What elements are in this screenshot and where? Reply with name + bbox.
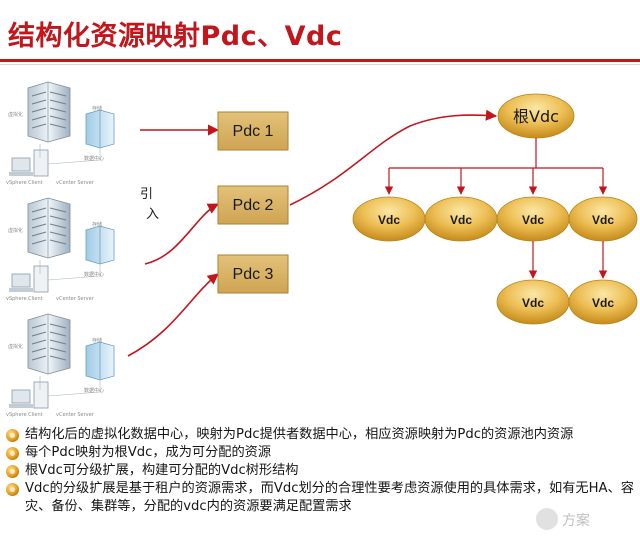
dc-label-c: 存储 bbox=[92, 337, 102, 344]
server-rack-icon bbox=[27, 313, 71, 375]
dc-footer: vSphere Client bbox=[6, 180, 43, 186]
dc-label-c: 存储 bbox=[92, 221, 102, 228]
gold-circle-bullet-icon bbox=[6, 465, 19, 478]
bullet-text: 根Vdc可分级扩展，构建可分配的Vdc树形结构 bbox=[25, 463, 299, 478]
vdc-label: Vdc bbox=[522, 296, 544, 310]
dc-label-b: 数据中心 bbox=[84, 155, 104, 162]
pdc-box-2: Pdc 2 bbox=[217, 185, 289, 225]
dc-label-a: 虚拟化 bbox=[8, 227, 23, 234]
vdc-node-row1-2: Vdc bbox=[424, 196, 498, 242]
storage-array-icon bbox=[85, 225, 115, 265]
root-vdc-node: 根Vdc bbox=[497, 93, 575, 139]
vdc-label: Vdc bbox=[592, 213, 614, 227]
intro-label-2: 入 bbox=[146, 207, 159, 222]
pdc-box-label: Pdc 3 bbox=[233, 266, 274, 283]
vdc-node-row1-1: Vdc bbox=[352, 196, 426, 242]
tree-connector-root bbox=[389, 138, 603, 169]
dc-label-c: 存储 bbox=[92, 105, 102, 112]
gold-circle-bullet-icon bbox=[6, 429, 19, 442]
dc-footer2: vCenter Server bbox=[56, 412, 95, 418]
dc-label-a: 虚拟化 bbox=[8, 111, 23, 118]
pdc-box-1: Pdc 1 bbox=[217, 111, 289, 151]
title-underline bbox=[0, 59, 640, 62]
vdc-label: Vdc bbox=[522, 213, 544, 227]
dc-footer: vSphere Client bbox=[6, 412, 43, 418]
bullet-item: 每个Pdc映射为根Vdc，成为可分配的资源 bbox=[6, 444, 636, 462]
gold-circle-bullet-icon bbox=[6, 483, 19, 496]
bullet-item: 结构化后的虚拟化数据中心，映射为Pdc提供者数据中心，相应资源映射为Pdc的资源… bbox=[6, 426, 636, 444]
dc-label-a: 虚拟化 bbox=[8, 343, 23, 350]
pdc-box-label: Pdc 2 bbox=[233, 197, 274, 214]
vdc-node-row2-2: Vdc bbox=[568, 279, 638, 325]
dc-footer: vSphere Client bbox=[6, 296, 43, 302]
dc-footer2: vCenter Server bbox=[56, 296, 95, 302]
storage-array-icon bbox=[85, 109, 115, 149]
server-rack-icon bbox=[27, 197, 71, 259]
bullet-list: 结构化后的虚拟化数据中心，映射为Pdc提供者数据中心，相应资源映射为Pdc的资源… bbox=[6, 426, 636, 516]
chat-bubble-icon bbox=[536, 508, 558, 530]
client-workstation-icon bbox=[9, 381, 49, 409]
datacenter-1: 虚拟化 存储 数据中心 vSphere Client vCenter Serve… bbox=[6, 81, 115, 186]
vdc-label: Vdc bbox=[592, 296, 614, 310]
datacenter-3: 虚拟化 存储 数据中心 vSphere Client vCenter Serve… bbox=[6, 313, 115, 418]
intro-label-1: 引 bbox=[140, 187, 153, 202]
bullet-item: 根Vdc可分级扩展，构建可分配的Vdc树形结构 bbox=[6, 462, 636, 480]
arrow-pdc2-to-root-vdc bbox=[289, 109, 498, 206]
arrow-dc2-to-pdc2 bbox=[144, 203, 219, 265]
vdc-node-row1-4: Vdc bbox=[568, 196, 638, 242]
mapping-diagram: 虚拟化 存储 数据中心 vSphere Client vCenter Serve… bbox=[6, 81, 638, 418]
vdc-label: Vdc bbox=[450, 213, 472, 227]
server-rack-icon bbox=[27, 81, 71, 143]
watermark: 方案 bbox=[536, 508, 632, 530]
pdc-box-3: Pdc 3 bbox=[217, 254, 289, 294]
pdc-box-label: Pdc 1 bbox=[233, 123, 274, 140]
dc-label-b: 数据中心 bbox=[84, 271, 104, 278]
root-vdc-label: 根Vdc bbox=[513, 107, 559, 126]
bullet-item: Vdc的分级扩展是基于租户的资源需求，而Vdc划分的合理性要考虑资源使用的具体需… bbox=[6, 480, 636, 516]
bullet-text: 每个Pdc映射为根Vdc，成为可分配的资源 bbox=[25, 445, 272, 460]
vdc-node-row1-3: Vdc bbox=[496, 196, 570, 242]
watermark-text: 方案 bbox=[562, 513, 590, 529]
client-workstation-icon bbox=[9, 265, 49, 293]
client-workstation-icon bbox=[9, 149, 49, 177]
title-underline-thin bbox=[0, 64, 640, 65]
arrow-dc3-to-pdc3 bbox=[127, 273, 219, 357]
bullet-text: Vdc的分级扩展是基于租户的资源需求，而Vdc划分的合理性要考虑资源使用的具体需… bbox=[25, 481, 634, 514]
vdc-label: Vdc bbox=[378, 213, 400, 227]
datacenter-2: 虚拟化 存储 数据中心 vSphere Client vCenter Serve… bbox=[6, 197, 115, 302]
dc-label-b: 数据中心 bbox=[84, 387, 104, 394]
vdc-node-row2-1: Vdc bbox=[496, 279, 570, 325]
page-title: 结构化资源映射Pdc、Vdc bbox=[8, 21, 343, 52]
gold-circle-bullet-icon bbox=[6, 447, 19, 460]
bullet-text: 结构化后的虚拟化数据中心，映射为Pdc提供者数据中心，相应资源映射为Pdc的资源… bbox=[25, 427, 574, 442]
dc-footer2: vCenter Server bbox=[56, 180, 95, 186]
storage-array-icon bbox=[85, 341, 115, 381]
